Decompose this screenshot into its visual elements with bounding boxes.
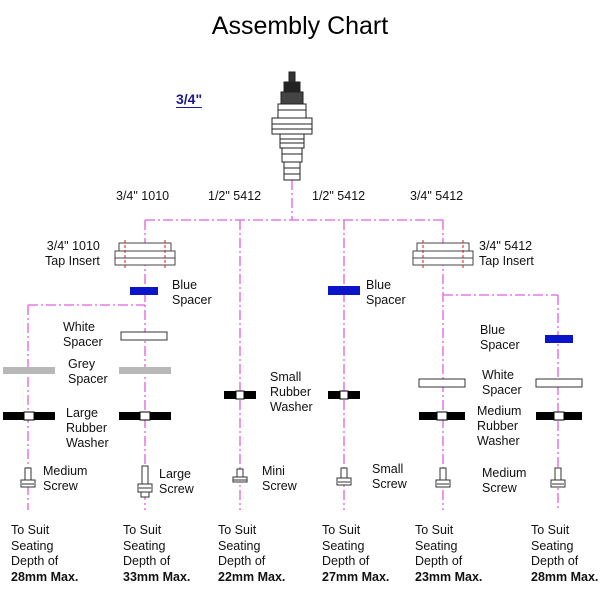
seating-depth-6: To Suit Seating Depth of 28mm Max. xyxy=(531,523,598,585)
page-title: Assembly Chart xyxy=(211,12,389,40)
seating-depth-4: To Suit Seating Depth of 27mm Max. xyxy=(322,523,389,585)
blue-spacer-2-label: Blue Spacer xyxy=(366,278,406,307)
white-spacer-1-icon xyxy=(120,331,168,341)
suit-line-2: Seating xyxy=(415,538,458,553)
large-rubber-washer-label: Large Rubber Washer xyxy=(66,406,109,450)
large-rubber-washer-1-icon xyxy=(3,411,55,421)
seating-depth-1: To Suit Seating Depth of 28mm Max. xyxy=(11,523,78,585)
white-spacer-2-icon xyxy=(418,378,466,388)
medium-screw-2-icon xyxy=(435,467,451,488)
suit-line-1: To Suit xyxy=(322,523,361,537)
white-spacer-3-icon xyxy=(535,378,583,388)
medium-screw-3-icon xyxy=(550,467,566,488)
branch-label-2: 1/2" 5412 xyxy=(208,189,262,203)
branch-label-3: 1/2" 5412 xyxy=(312,189,366,203)
suit-line-2: Seating xyxy=(123,538,166,553)
branch-label-4: 3/4" 5412 xyxy=(410,189,464,203)
grey-spacer-2-icon xyxy=(119,367,171,374)
suit-line-3: Depth of xyxy=(11,554,59,568)
medium-screw-1-label: Medium Screw xyxy=(43,464,88,493)
medium-screw-2-label: Medium Screw xyxy=(482,466,527,495)
seating-depth-2: To Suit Seating Depth of 33mm Max. xyxy=(123,523,190,585)
suit-line-1: To Suit xyxy=(11,523,50,537)
blue-spacer-3-label: Blue Spacer xyxy=(480,323,520,352)
seating-depth-5: To Suit Seating Depth of 23mm Max. xyxy=(415,523,482,585)
medium-rubber-washer-2-icon xyxy=(536,411,582,421)
small-rubber-washer-2-icon xyxy=(328,390,360,400)
medium-screw-1-icon xyxy=(20,467,36,488)
seating-depth-value: 33mm Max. xyxy=(123,569,191,584)
large-screw-label: Large Screw xyxy=(159,467,194,496)
white-spacer-2-label: White Spacer xyxy=(482,368,522,397)
blue-spacer-1-label: Blue Spacer xyxy=(172,278,212,307)
suit-line-3: Depth of xyxy=(322,554,370,568)
suit-line-1: To Suit xyxy=(531,523,570,537)
small-rubber-washer-1-icon xyxy=(224,390,256,400)
suit-line-2: Seating xyxy=(322,538,365,553)
seating-depth-value: 28mm Max. xyxy=(531,569,599,584)
tap-insert-1010-label: 3/4" 1010 Tap Insert xyxy=(45,239,100,268)
tap-insert-5412-label: 3/4" 5412 Tap Insert xyxy=(479,239,534,268)
mini-screw-icon xyxy=(232,468,248,483)
tap-insert-1010-icon xyxy=(114,240,176,268)
small-screw-icon xyxy=(336,467,352,486)
small-screw-label: Small Screw xyxy=(372,462,407,491)
grey-spacer-1-icon xyxy=(3,367,55,374)
branch-label-1: 3/4" 1010 xyxy=(116,189,170,203)
suit-line-1: To Suit xyxy=(123,523,162,537)
suit-line-3: Depth of xyxy=(531,554,579,568)
guide-lines xyxy=(27,180,559,510)
medium-rubber-washer-label: Medium Rubber Washer xyxy=(477,404,522,448)
grey-spacer-label: Grey Spacer xyxy=(68,357,108,386)
suit-line-2: Seating xyxy=(11,538,54,553)
suit-line-3: Depth of xyxy=(123,554,171,568)
small-rubber-washer-label: Small Rubber Washer xyxy=(270,370,313,414)
seating-depth-value: 22mm Max. xyxy=(218,569,286,584)
size-label: 3/4" xyxy=(176,91,203,108)
seating-depth-value: 28mm Max. xyxy=(11,569,79,584)
seating-depth-value: 23mm Max. xyxy=(415,569,483,584)
suit-line-1: To Suit xyxy=(218,523,257,537)
medium-rubber-washer-1-icon xyxy=(419,411,465,421)
suit-line-1: To Suit xyxy=(415,523,454,537)
suit-line-3: Depth of xyxy=(415,554,463,568)
suit-line-3: Depth of xyxy=(218,554,266,568)
tap-fitting-icon xyxy=(271,71,313,181)
suit-line-2: Seating xyxy=(218,538,261,553)
seating-depth-3: To Suit Seating Depth of 22mm Max. xyxy=(218,523,285,585)
tap-insert-5412-icon xyxy=(412,240,474,268)
mini-screw-label: Mini Screw xyxy=(262,464,297,493)
suit-line-2: Seating xyxy=(531,538,574,553)
seating-depth-value: 27mm Max. xyxy=(322,569,390,584)
large-rubber-washer-2-icon xyxy=(119,411,171,421)
blue-spacer-1-icon xyxy=(130,287,158,295)
blue-spacer-2-icon xyxy=(328,286,360,295)
blue-spacer-3-icon xyxy=(545,335,573,343)
large-screw-icon xyxy=(137,465,153,498)
white-spacer-1-label: White Spacer xyxy=(63,320,103,349)
